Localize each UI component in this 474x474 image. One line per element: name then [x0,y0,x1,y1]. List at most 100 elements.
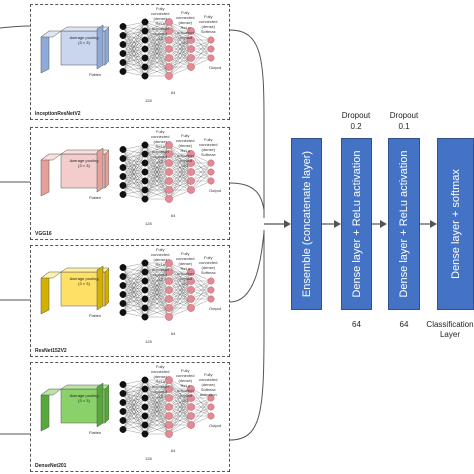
network-edge [168,30,192,77]
network-edge [144,262,170,300]
dense-node-out [187,45,195,53]
output-label: Output [209,65,222,70]
network-edge [122,21,146,63]
network-edge [122,379,146,385]
network-edge [168,262,192,273]
flatten-node [119,291,127,298]
network-edge [122,144,146,168]
network-edge [122,424,146,430]
pool-left-slab-top [40,388,62,396]
dense-node-out [187,286,195,294]
softmax-node [207,159,215,167]
network-edge [190,280,212,309]
pool-left-slab-top [40,30,62,38]
dense-node-128 [141,304,149,312]
classifier-block: Dense layer + softmax [437,138,474,310]
network-edge [144,39,170,77]
network-edge [144,262,170,309]
network-edge [168,298,192,318]
dense-relu-label-1: Dense layer + ReLu activation [350,150,363,298]
pooling-label: Average pooling (3 × 3) [69,158,99,168]
dense-node-out [187,36,195,44]
dense-node-64 [165,54,173,62]
network-edge [168,21,192,32]
network-edge [168,307,192,318]
dense-node-128 [141,394,149,402]
flatten-node [119,417,127,424]
network-edge [144,144,170,191]
network-edge [144,271,170,318]
network-edge [122,307,146,313]
dense-node-128 [141,412,149,420]
network-edge [168,30,192,41]
pooling-3d-shape [40,148,109,197]
network-edge [122,144,146,177]
pool-left-slab [40,30,50,74]
network-edge [122,262,146,268]
network-edge [122,189,146,195]
network-edge [168,388,192,399]
dense-node-128 [141,195,149,203]
network-edge [144,379,170,435]
flatten-node [119,426,127,433]
flatten-label: Flatten [89,195,102,200]
network-edge [168,388,192,408]
softmax-node [207,54,215,62]
dense-node-128 [141,295,149,303]
network-edge [144,379,170,399]
network-edge [122,379,146,412]
dense-node-128 [141,63,149,71]
network-edge [122,21,146,27]
network-edge [144,406,170,435]
ensemble-label: Ensemble (concatenate layer) [300,150,313,298]
network-edge [144,171,170,200]
network-edge [168,271,192,291]
output-label: Output [209,423,222,428]
pooling-block: Average pooling (3 × 3) [39,266,109,316]
flatten-node [119,59,127,66]
dense-node-out [187,168,195,176]
dense-node-64 [165,286,173,294]
dense-node-64 [165,186,173,194]
network-edge [122,298,146,313]
softmax-node [207,403,215,411]
network-edge [144,415,170,435]
flatten-node [119,191,127,198]
dense-node-out [187,385,195,393]
network-edge [144,262,170,318]
network-edge [168,162,192,200]
fc1-description: Fully connected (dense) ReLu activation … [151,6,170,41]
fc2-description: Fully connected (dense) ReLu activation … [176,133,195,168]
dense-node-out [187,421,195,429]
dense-node-64 [165,394,173,402]
network-edge [144,424,170,435]
network-edge [168,57,192,77]
network-edge [144,144,170,200]
softmax-node [207,412,215,420]
network-edge [168,153,192,182]
network-edge [168,424,192,435]
fc1-description: Fully connected (dense) ReLu activation … [151,129,170,164]
dense-node-out [187,394,195,402]
pool-left-slab [40,271,50,315]
dropout-1-value: 0.2 [350,122,362,131]
dense2-node-count: 64 [171,331,176,336]
dense-node-64 [165,159,173,167]
dense-node-out [187,27,195,35]
backbone-name: InceptionResNetV2 [35,111,81,117]
network-edge [144,30,170,77]
network-edge [122,180,146,195]
network-edge [168,271,192,282]
dense-node-64 [165,195,173,203]
network-edge [122,415,146,430]
network-edge [122,194,146,200]
network-edge [168,415,192,435]
network-edge [144,262,170,282]
network-edge [190,397,212,417]
dense-node-128 [141,150,149,158]
network-edge [122,262,146,286]
flatten-node [119,32,127,39]
network-edge [122,21,146,54]
dense1-node-count: 128 [145,339,152,344]
